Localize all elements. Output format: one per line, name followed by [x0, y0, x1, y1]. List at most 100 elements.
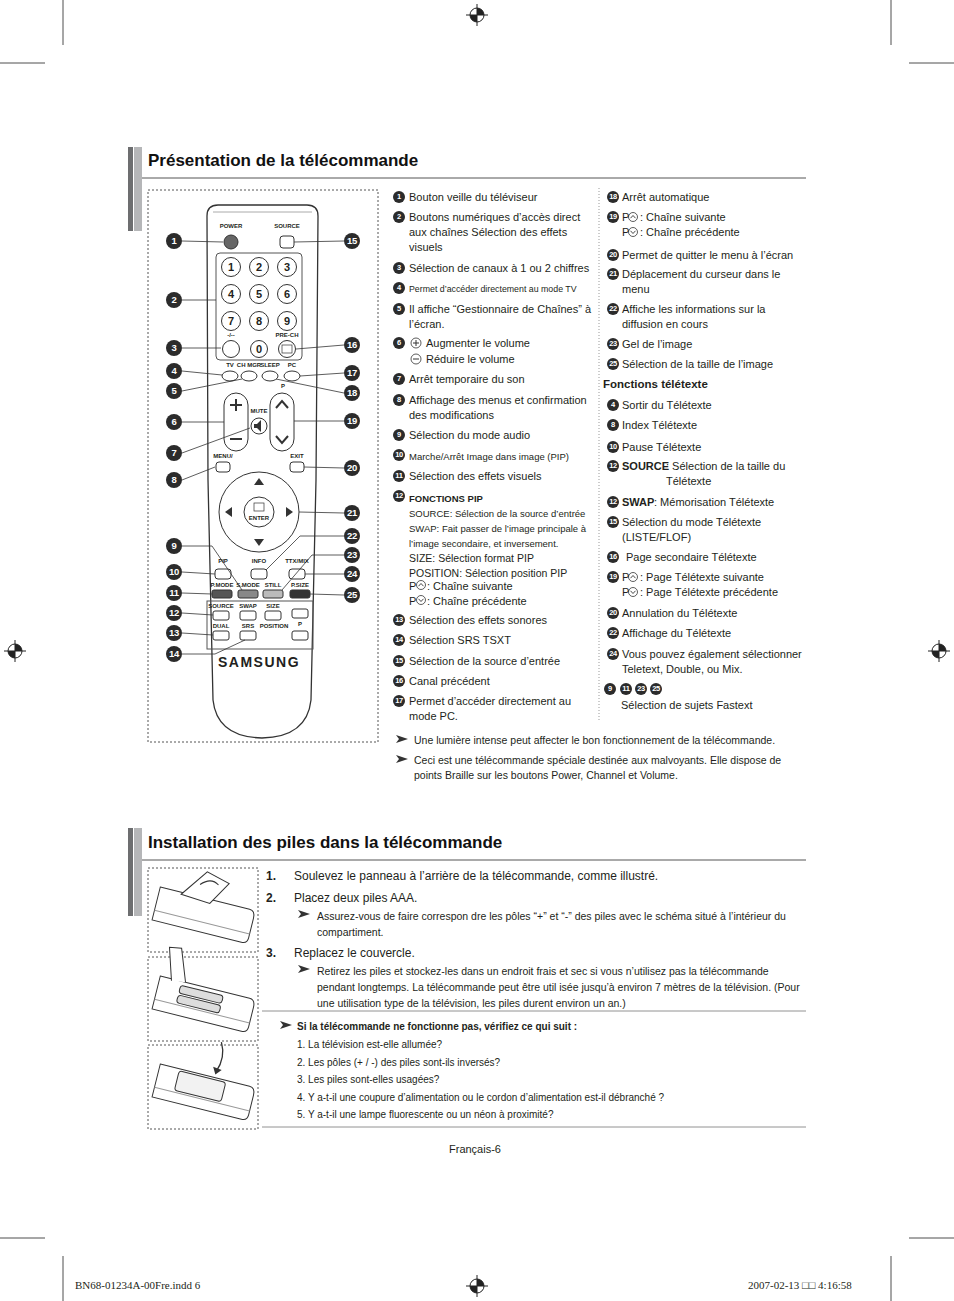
step-frame — [148, 957, 258, 1041]
callout-number: 20 — [344, 460, 360, 476]
pip-button — [213, 611, 229, 620]
pip-group — [207, 601, 313, 649]
leader-line — [182, 428, 250, 453]
section-heading: Installation des piles dans la télécomma… — [148, 833, 502, 853]
leader-line — [182, 593, 212, 594]
callout-number: 2 — [393, 211, 405, 223]
note-arrow — [396, 755, 408, 763]
callout-number: 10 — [166, 564, 182, 580]
description-text: Arrêt temporaire du son — [409, 372, 594, 387]
callout-number: 5 — [166, 383, 182, 399]
artwork-path — [932, 651, 939, 658]
leader-line — [182, 371, 222, 375]
artwork-circle — [470, 1279, 484, 1293]
callout-number: 22 — [607, 627, 619, 639]
description-text: Sélection de la source d’entrée — [409, 654, 594, 669]
callout-number: 12 — [393, 490, 405, 502]
callout-number: 6 — [166, 414, 182, 430]
callout-number: 1 — [166, 233, 182, 249]
section-heading: Présentation de la télécommande — [148, 151, 418, 171]
digit-label: 7 — [228, 316, 234, 327]
digit-button — [222, 258, 241, 277]
note-arrow — [280, 1021, 292, 1029]
callout-number: 23 — [344, 547, 360, 563]
leader-line — [182, 572, 215, 574]
close-arrow — [211, 1067, 221, 1076]
leader-line — [266, 536, 344, 570]
description-text: FONCTIONS PIP — [409, 491, 483, 506]
leader-line — [294, 241, 344, 242]
arrow-icon — [631, 216, 636, 219]
lift-arrow — [200, 878, 219, 888]
mute-button — [251, 418, 267, 434]
description-text: SWAP — [622, 495, 654, 510]
description-text: 2007-02-13 □□ 4:16:58 — [748, 1278, 852, 1293]
description-text: Une lumière intense peut affecter le bon… — [414, 733, 775, 748]
digit-button — [278, 285, 297, 304]
remote-back-edge — [154, 910, 249, 934]
description-text: Sélection des effets sonores — [409, 613, 594, 628]
note-arrow — [396, 735, 408, 743]
remote-back-body — [152, 976, 255, 1033]
power-button — [224, 235, 238, 249]
callout-number: 20 — [607, 249, 619, 261]
leader-line — [182, 379, 242, 391]
description-text: Il affiche “Gestionnaire de Chaînes” à l… — [409, 302, 594, 332]
navigation-arrow — [225, 507, 232, 517]
small-button — [284, 371, 300, 381]
remote-back — [152, 945, 263, 1033]
description-text: Soulevez le panneau à l’arrière de la té… — [294, 869, 658, 884]
callout-number: 4 — [607, 399, 619, 411]
key-label: MENU/ — [213, 453, 232, 459]
description-text: : Chaîne précédente — [427, 594, 527, 609]
remote-back-body — [152, 1064, 255, 1121]
description-text: Sélection du mode Télétexte (LISTE/FLOF) — [622, 515, 802, 545]
arrow-icon — [629, 573, 638, 582]
small-button — [262, 371, 278, 381]
callout-number: 4 — [166, 363, 182, 379]
key-label: STILL — [265, 582, 282, 588]
note-arrow — [298, 910, 310, 918]
callout-number: 15 — [607, 516, 619, 528]
arrow-icon — [629, 213, 638, 222]
section-bar — [128, 147, 133, 231]
figure-frame — [148, 190, 378, 742]
description-text: Fonctions télétexte — [603, 377, 708, 392]
description-text: 4. Y a-t-il une coupure d’alimentation o… — [297, 1090, 664, 1105]
key-label: MUTE — [251, 408, 268, 414]
section-bar — [134, 147, 142, 231]
callout-number: 19 — [607, 571, 619, 583]
note-rule — [262, 1011, 806, 1012]
digit-button — [278, 312, 297, 331]
sound-button — [213, 631, 229, 640]
menu-button — [216, 462, 230, 472]
volume-icon — [411, 354, 421, 364]
leader-line — [182, 546, 242, 590]
remote-back — [152, 862, 262, 944]
exit-button — [290, 462, 304, 472]
digit-label: 3 — [284, 262, 290, 273]
description-text: Sélection SRS TSXT — [409, 633, 594, 648]
leader-line — [182, 300, 216, 301]
column-divider — [599, 188, 600, 722]
enter-icon — [254, 503, 264, 511]
callout-number: 14 — [393, 634, 405, 646]
key-label: S.MODE — [236, 582, 260, 588]
description-text: P — [409, 579, 416, 594]
description-text: 1. — [266, 869, 276, 884]
callout-number: 25 — [607, 358, 619, 370]
digit-label: 1 — [228, 262, 234, 273]
callout-number: 16 — [393, 675, 405, 687]
color-button — [212, 590, 232, 598]
artwork-path — [15, 644, 22, 651]
callout-number: 8 — [393, 394, 405, 406]
digit-label: 4 — [228, 289, 234, 300]
key-button — [279, 341, 296, 358]
digit-button — [250, 258, 269, 277]
artwork-path — [477, 1279, 484, 1286]
artwork-line — [909, 1238, 954, 1239]
description-text: : Chaîne suivante — [427, 579, 513, 594]
description-text: Ceci est une télécommande spéciale desti… — [414, 753, 806, 783]
channel-arrow — [276, 401, 288, 408]
